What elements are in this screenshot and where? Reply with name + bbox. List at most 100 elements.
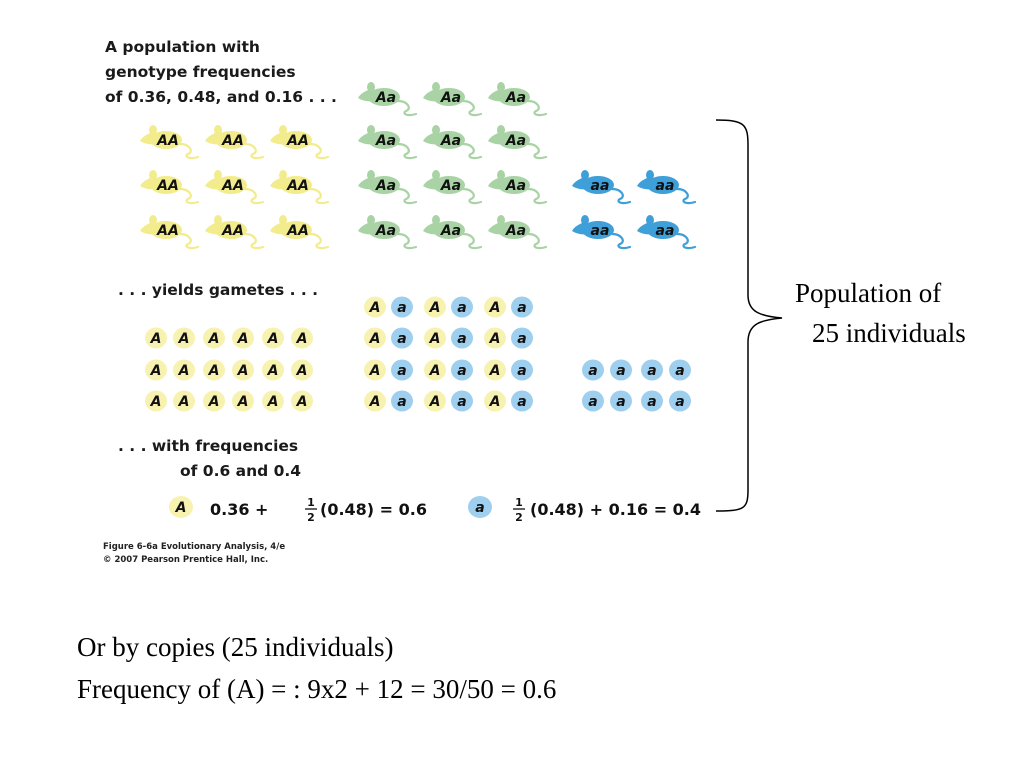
calc-A-allele: A	[175, 500, 187, 516]
allele-recessive-46: a	[582, 390, 604, 412]
allele-label: A	[267, 331, 279, 347]
mouse-ear	[214, 170, 222, 180]
allele-dominant-24: A	[364, 359, 386, 381]
mouse-head	[572, 177, 587, 190]
mouse-aa-1: Aa	[423, 82, 483, 117]
allele-circle	[641, 390, 663, 412]
mouse-aa-2: Aa	[488, 82, 548, 117]
allele-label: A	[237, 331, 249, 347]
allele-dominant-16: A	[484, 327, 506, 349]
allele-label: A	[429, 363, 441, 379]
mouse-body	[498, 176, 530, 194]
allele-circle	[364, 390, 386, 412]
allele-recessive-3: a	[451, 296, 473, 318]
mouse-body	[215, 131, 247, 149]
calc-A-prefix: 0.36 +	[210, 500, 268, 519]
mouse-tail	[243, 232, 265, 250]
allele-label: a	[616, 394, 625, 410]
mouse-body	[368, 88, 400, 106]
mouse-body	[368, 131, 400, 149]
allele-circle	[424, 327, 446, 349]
allele-label: a	[517, 394, 526, 410]
mouse-body	[433, 221, 465, 239]
allele-label: A	[267, 394, 279, 410]
allele-label: A	[429, 331, 441, 347]
mouse-aa-0: Aa	[358, 82, 418, 117]
calc-a: a 1 2 (0.48) + 0.16 = 0.4	[468, 496, 701, 524]
allele-recessive-5: a	[511, 296, 533, 318]
mouse-tail	[396, 99, 418, 117]
mouse-body	[433, 131, 465, 149]
mouse-tail	[308, 187, 330, 205]
mouse-head	[488, 89, 503, 102]
frequencies-label-line-2: of 0.6 and 0.4	[180, 462, 301, 480]
mouse-head	[140, 177, 155, 190]
allele-label: A	[208, 394, 220, 410]
allele-label: A	[178, 363, 190, 379]
allele-circle	[451, 359, 473, 381]
mouse-genotype-label: AA	[286, 133, 309, 149]
mouse-tail	[396, 142, 418, 160]
mouse-aa-7: Aa	[423, 125, 483, 160]
calc-A-frac-den: 2	[307, 511, 315, 524]
allele-circle	[511, 359, 533, 381]
mouse-aa-18: AA	[205, 215, 265, 250]
allele-label: a	[457, 394, 466, 410]
mouse-ear	[214, 125, 222, 135]
allele-label: a	[647, 394, 656, 410]
mouse-tail	[396, 187, 418, 205]
mouse-tail	[308, 232, 330, 250]
mouse-tail	[178, 187, 200, 205]
allele-label: A	[208, 331, 220, 347]
allele-circle	[424, 296, 446, 318]
allele-circle	[173, 390, 195, 412]
allele-dominant-10: A	[262, 327, 284, 349]
mouse-head	[140, 132, 155, 145]
mouse-body	[150, 176, 182, 194]
allele-label: A	[150, 394, 162, 410]
mouse-genotype-label: Aa	[440, 133, 461, 149]
mouse-head	[423, 89, 438, 102]
allele-label: A	[208, 363, 220, 379]
allele-circle	[364, 359, 386, 381]
calc-a-allele-circle	[468, 496, 492, 518]
mouse-ear	[432, 82, 440, 92]
allele-dominant-8: A	[203, 327, 225, 349]
mouse-body	[582, 176, 614, 194]
mouse-aa-9: AA	[140, 170, 200, 205]
allele-dominant-9: A	[232, 327, 254, 349]
mouse-head	[423, 222, 438, 235]
allele-circle	[262, 390, 284, 412]
allele-dominant-36: A	[203, 390, 225, 412]
allele-recessive-43: a	[451, 390, 473, 412]
mouse-body	[280, 221, 312, 239]
allele-recessive-27: a	[451, 359, 473, 381]
allele-label: A	[178, 394, 190, 410]
bottom-text-line-2: Frequency of (A) = : 9x2 + 12 = 30/50 = …	[77, 674, 556, 704]
allele-label: A	[429, 394, 441, 410]
curly-brace	[715, 119, 783, 512]
allele-dominant-12: A	[364, 327, 386, 349]
allele-dominant-4: A	[484, 296, 506, 318]
allele-circle	[173, 327, 195, 349]
allele-circle	[391, 327, 413, 349]
mouse-aa-24: aa	[637, 215, 697, 250]
allele-circle	[232, 390, 254, 412]
calc-a-frac-den: 2	[515, 511, 523, 524]
allele-dominant-23: A	[291, 359, 313, 381]
allele-label: a	[397, 300, 406, 316]
allele-circle	[145, 327, 167, 349]
allele-circle	[511, 296, 533, 318]
mouse-head	[358, 132, 373, 145]
allele-recessive-17: a	[511, 327, 533, 349]
allele-circle	[511, 327, 533, 349]
figure-credit-line-2: © 2007 Pearson Prentice Hall, Inc.	[103, 555, 268, 565]
mouse-body	[647, 176, 679, 194]
mouse-genotype-label: AA	[156, 133, 179, 149]
mouse-ear	[149, 125, 157, 135]
allele-label: A	[429, 300, 441, 316]
allele-circle	[291, 359, 313, 381]
mouse-tail	[675, 232, 697, 250]
mouse-body	[498, 221, 530, 239]
